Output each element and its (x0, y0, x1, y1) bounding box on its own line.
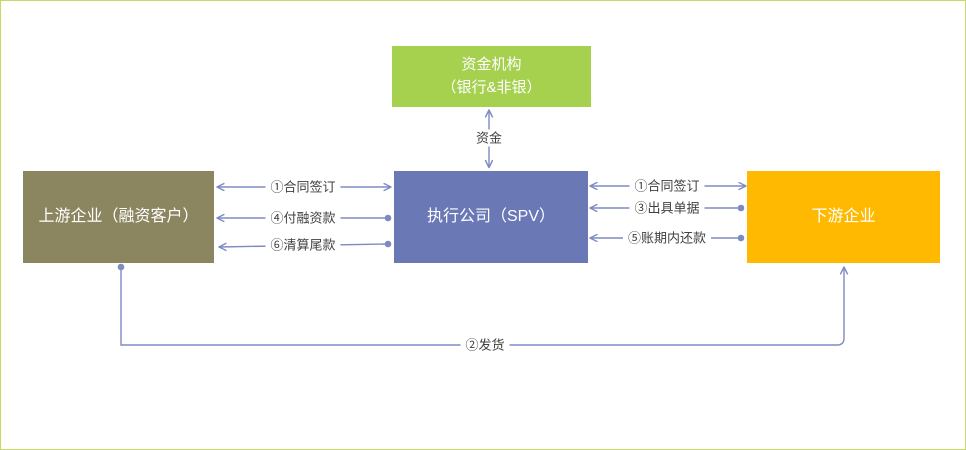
edge-shipping-arrow (121, 267, 844, 346)
node-downstream-label: 下游企业 (811, 207, 876, 225)
edge-label-right-documents: ③出具单据 (629, 199, 705, 217)
node-upstream-label: 上游企业（融资客户） (38, 207, 199, 225)
edge-label-left-contract: ①合同签订 (265, 178, 341, 196)
node-funding-label-line2: （银行&非银） (441, 78, 542, 96)
edge-label-funds: 资金 (470, 129, 508, 147)
edge-label-right-contract: ①合同签订 (629, 177, 705, 195)
edge-label-shipping: ②发货 (460, 336, 510, 354)
node-funding-label-line1: 资金机构 (461, 56, 522, 73)
node-spv-company: 执行公司（SPV） (394, 171, 588, 263)
node-spv-label: 执行公司（SPV） (426, 207, 556, 225)
node-funding-institution: 资金机构 （银行&非银） (392, 46, 591, 107)
node-upstream-enterprise: 上游企业（融资客户） (23, 171, 214, 263)
node-downstream-enterprise: 下游企业 (747, 171, 940, 263)
edge-label-right-repayment: ⑤账期内还款 (622, 229, 712, 247)
edge-label-left-financing: ④付融资款 (265, 209, 341, 227)
edge-label-left-settlement: ⑥清算尾款 (265, 236, 341, 254)
